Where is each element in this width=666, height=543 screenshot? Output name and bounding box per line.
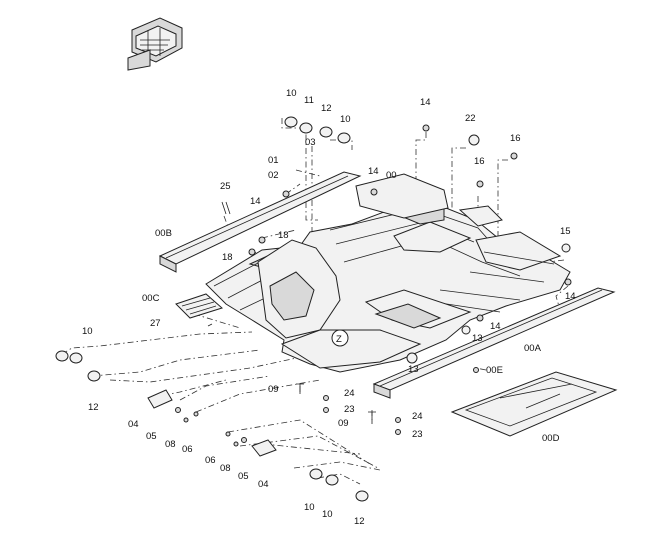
- right-rail-00A: [372, 287, 616, 399]
- callout-label: 11: [304, 95, 314, 106]
- callout-label: 06: [182, 444, 193, 455]
- callout-label: 00B: [155, 228, 172, 239]
- bottom-plate-00D: [450, 371, 618, 437]
- locator-thumbnail: [127, 17, 183, 71]
- callout-label: 13: [408, 364, 419, 375]
- callout-label: 08: [220, 463, 231, 474]
- callout-label: 00D: [542, 433, 560, 444]
- callout-label: 00E: [486, 365, 503, 376]
- callout-label: 06: [205, 455, 216, 466]
- callout-label: 05: [146, 431, 157, 442]
- callout-label: 04: [128, 419, 139, 430]
- callout-label: 25: [220, 181, 231, 192]
- callout-label: 10: [82, 326, 93, 337]
- callout-label: 12: [354, 516, 365, 527]
- callout-label: 08: [165, 439, 176, 450]
- callout-label: 10: [322, 509, 333, 520]
- callout-label: 15: [560, 226, 571, 237]
- top-plate-00: [355, 173, 449, 219]
- callout-label: 10: [340, 114, 351, 125]
- callout-label: 10: [286, 88, 297, 99]
- callout-labels: 10 11 12 10 14 22 16 03 01 02 14 00 16 2…: [82, 88, 576, 527]
- cover-plate-00C: [175, 293, 224, 319]
- callout-label: 23: [412, 429, 423, 440]
- callout-label: 18: [278, 230, 289, 241]
- callout-label: 00C: [142, 293, 160, 304]
- callout-label: 16: [510, 133, 521, 144]
- callout-label: 09: [268, 384, 279, 395]
- callout-label: 14: [565, 291, 576, 302]
- callout-label: 00A: [524, 343, 542, 354]
- callout-label: 12: [88, 402, 99, 413]
- callout-label: 04: [258, 479, 269, 490]
- callout-label: 00: [386, 170, 397, 181]
- callout-label: 02: [268, 170, 279, 181]
- hardware-parts: [55, 116, 572, 502]
- callout-label: 14: [490, 321, 501, 332]
- callout-label: 13: [472, 333, 483, 344]
- callout-label: 09: [338, 418, 349, 429]
- callout-label: 03: [305, 137, 316, 148]
- callout-label: 14: [420, 97, 431, 108]
- callout-label: 22: [465, 113, 476, 124]
- callout-label: 12: [321, 103, 332, 114]
- callout-label: 05: [238, 471, 249, 482]
- callout-label: 24: [412, 411, 423, 422]
- callout-label: 01: [268, 155, 279, 166]
- callout-label: 16: [474, 156, 485, 167]
- callout-label: 23: [344, 404, 355, 415]
- view-marker-circle: [331, 329, 349, 347]
- callout-label: 18: [222, 252, 233, 263]
- left-rail-00B: [158, 171, 362, 273]
- callout-label: 27: [150, 318, 161, 329]
- callout-label: 14: [250, 196, 261, 207]
- callout-label: 24: [344, 388, 355, 399]
- view-marker-label: Z: [336, 334, 342, 345]
- callout-label: 10: [304, 502, 315, 513]
- callout-label: 14: [368, 166, 379, 177]
